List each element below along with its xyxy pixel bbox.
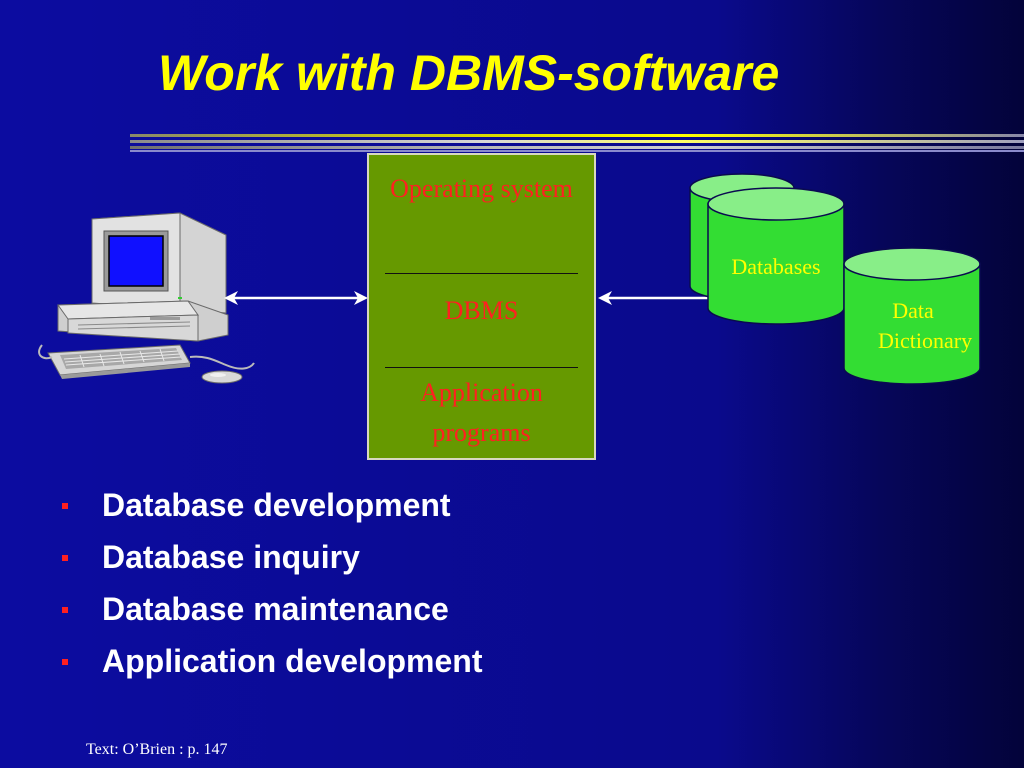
database-cylinders (689, 173, 981, 385)
slide-title: Work with DBMS-software (158, 45, 780, 101)
data-dictionary-cylinder-icon (843, 247, 981, 385)
software-stack: Operating system DBMS Application progra… (367, 153, 596, 460)
bullet-square-icon (62, 607, 68, 613)
source-footnote: Text: O’Brien : p. 147 (86, 741, 228, 758)
double-arrow-icon (224, 291, 368, 305)
data-dictionary-label-text: Data Dictionary (878, 298, 973, 353)
bullet-text: Database inquiry (102, 539, 360, 575)
stack-layer-dbms: DBMS (444, 296, 519, 325)
title-rule (130, 146, 1024, 149)
data-dictionary-label: Data Dictionary (846, 296, 980, 356)
bullet-text: Database maintenance (102, 591, 449, 627)
databases-label: Databases (731, 254, 821, 279)
title-rule (130, 150, 1024, 152)
stack-layer-operating-system: Operating system (390, 174, 573, 203)
bullet-square-icon (62, 555, 68, 561)
bullet-square-icon (62, 659, 68, 665)
bullet-square-icon (62, 503, 68, 509)
stack-layer-application-programs: Application programs (420, 378, 543, 447)
title-rule (130, 140, 1024, 143)
database-cylinder-icon (707, 187, 845, 325)
desktop-computer-icon (38, 212, 255, 384)
bullet-text: Database development (102, 487, 451, 523)
stack-divider (385, 273, 578, 274)
stack-divider (385, 367, 578, 368)
title-rule (130, 134, 1024, 137)
bullet-text: Application development (102, 643, 483, 679)
